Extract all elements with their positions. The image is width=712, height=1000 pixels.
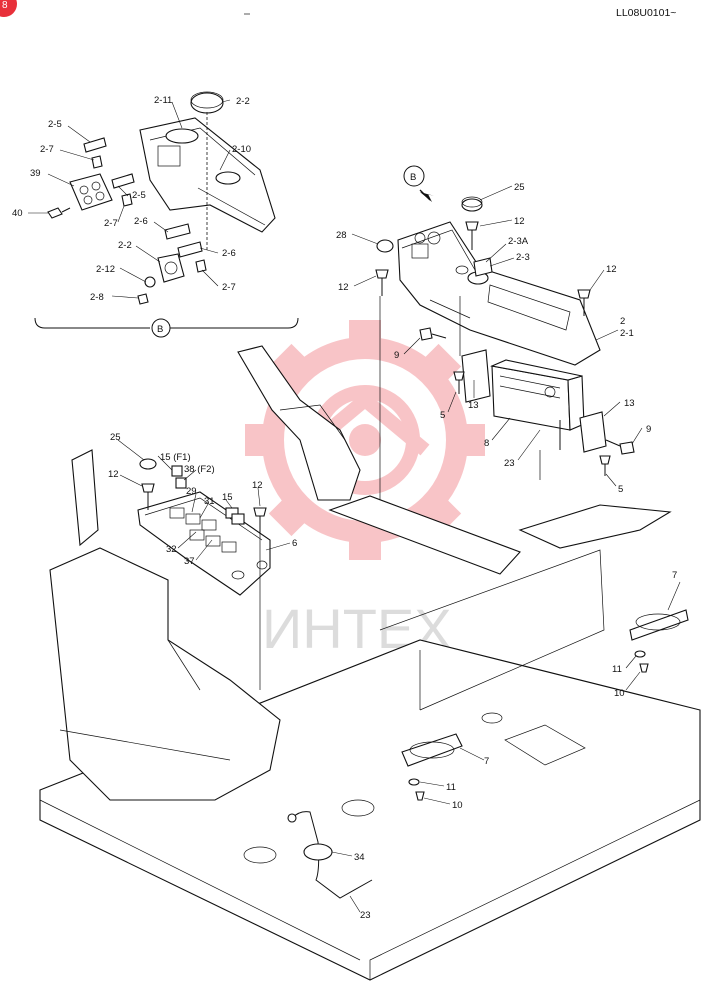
main-console-assembly: B <box>336 165 651 510</box>
callout-12-e: 12 <box>252 480 263 491</box>
callout-31: 31 <box>204 496 215 507</box>
callout-11: 11 <box>612 664 622 675</box>
callout-10-b: 10 <box>452 800 463 811</box>
callout-40: 40 <box>12 208 23 219</box>
callout-5: 5 <box>440 410 445 421</box>
callout-2-5-b: 2-5 <box>132 190 146 201</box>
callout-12-b: 12 <box>338 282 349 293</box>
corner-badge-glyph: 8 <box>2 0 8 11</box>
callout-11-b: 11 <box>446 782 456 793</box>
callout-2-1: 2-1 <box>620 328 634 339</box>
callout-34: 34 <box>354 852 365 863</box>
speakers-and-antenna: 7 11 10 7 11 10 34 23 <box>287 570 689 921</box>
callout-6: 6 <box>292 538 297 549</box>
callout-2-5: 2-5 <box>48 119 62 130</box>
callout-2-6: 2-6 <box>134 216 148 227</box>
callout-13: 13 <box>468 400 479 411</box>
callout-12-c: 12 <box>606 264 617 275</box>
callout-15: 15 <box>222 492 233 503</box>
watermark-logo <box>245 320 485 560</box>
callout-28: 28 <box>336 230 347 241</box>
callout-5-b: 5 <box>618 484 623 495</box>
callout-2-2-b: 2-2 <box>118 240 132 251</box>
callout-10: 10 <box>614 688 625 699</box>
callout-2-2: 2-2 <box>236 96 250 107</box>
callout-2-6-b: 2-6 <box>222 248 236 259</box>
callout-29: 29 <box>186 486 197 497</box>
callout-38-f2: 38 (F2) <box>184 464 215 475</box>
callout-25-b: 25 <box>110 432 121 443</box>
cab-floor-assembly: 25 15 (F1) 38 (F2) 12 29 12 31 15 32 37 … <box>39 345 701 981</box>
callout-39: 39 <box>30 168 41 179</box>
callout-9: 9 <box>394 350 399 361</box>
callout-12: 12 <box>514 216 525 227</box>
callout-25: 25 <box>514 182 525 193</box>
callout-2-11: 2-11 <box>154 95 172 106</box>
callout-15-f1: 15 (F1) <box>160 452 191 463</box>
main-view-letter: B <box>410 172 416 183</box>
detail-view-b: B <box>12 91 299 338</box>
callout-37: 37 <box>184 556 195 567</box>
callout-7: 7 <box>672 570 677 581</box>
detail-view-letter: B <box>157 324 163 335</box>
doc-code: LL08U0101~ <box>616 7 676 19</box>
callout-23: 23 <box>504 458 515 469</box>
callout-2-8: 2-8 <box>90 292 104 303</box>
callout-2-12: 2-12 <box>96 264 115 275</box>
corner-badge: 8 <box>0 0 17 17</box>
callout-2-3: 2-3 <box>516 252 530 263</box>
callout-7-b: 7 <box>484 756 489 767</box>
callout-2-7-b: 2-7 <box>104 218 118 229</box>
callout-2: 2 <box>620 316 625 327</box>
callout-13-b: 13 <box>624 398 635 409</box>
callout-2-10: 2-10 <box>232 144 251 155</box>
callout-2-3a: 2-3A <box>508 236 529 247</box>
callout-12-d: 12 <box>108 469 119 480</box>
callout-8: 8 <box>484 438 489 449</box>
callout-2-7-c: 2-7 <box>222 282 236 293</box>
callout-2-7: 2-7 <box>40 144 54 155</box>
callout-9-b: 9 <box>646 424 651 435</box>
callout-32: 32 <box>166 544 177 555</box>
callout-23-b: 23 <box>360 910 371 921</box>
